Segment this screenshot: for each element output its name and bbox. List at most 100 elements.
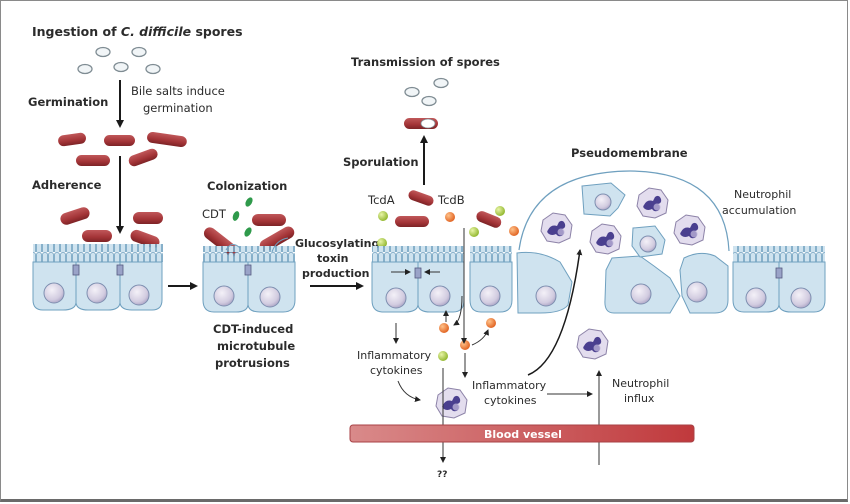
bacterium [252, 214, 286, 226]
epithelium-healthy [32, 244, 163, 311]
tcdb-toxin [509, 226, 519, 236]
microvilli [733, 246, 825, 262]
nucleus [128, 284, 150, 306]
neutrophil [435, 387, 468, 419]
tcda-toxin [377, 238, 387, 248]
spore [95, 46, 111, 58]
bacterium [104, 135, 135, 146]
vegetative-bacteria [58, 131, 187, 167]
nucleus [429, 285, 451, 307]
cdt-toxin [245, 197, 253, 207]
transmission-label: Transmission of spores [351, 55, 500, 69]
inflam-left-line2: cytokines [370, 364, 423, 377]
cdt-toxin [232, 211, 240, 221]
adhering-bacteria [60, 207, 163, 249]
neutrophil [540, 212, 573, 244]
glucosylating-label-line3: production [302, 267, 370, 280]
epithelium-right [732, 246, 826, 313]
cdt-label: CDT [202, 207, 227, 221]
pseudomembrane-label: Pseudomembrane [571, 146, 688, 160]
colonization-label: Colonization [207, 179, 287, 193]
inflam-mid-line2: cytokines [484, 394, 537, 407]
tcdb-toxin [486, 318, 496, 328]
sporulation-label: Sporulation [343, 155, 419, 169]
nucleus [594, 193, 612, 211]
nucleus [790, 287, 812, 309]
nucleus [86, 282, 108, 304]
tcda-toxin [469, 227, 479, 237]
toxin-branch-arrow [453, 295, 463, 326]
neutrophil [576, 328, 609, 360]
unknown-label: ?? [437, 470, 447, 480]
bacterium [408, 190, 434, 206]
tcdb-label: TcdB [437, 193, 465, 207]
tight-junction [116, 264, 124, 276]
spore [131, 46, 147, 58]
nucleus [385, 287, 407, 309]
tight-junction [414, 267, 422, 279]
spore [433, 77, 449, 89]
germination-label: Germination [28, 95, 108, 109]
tcda-toxin [495, 206, 505, 216]
neutrophil-recruitment-arrow [527, 249, 583, 376]
glucosylating-label-line1: Glucosylating [295, 237, 379, 250]
tcda-toxin [438, 351, 448, 361]
microvilli [33, 244, 163, 262]
inflam-mid-line1: Inflammatory [472, 379, 547, 392]
neutrophil-influx-line1: Neutrophil [612, 377, 669, 390]
bacterium [133, 212, 163, 224]
transmitted-spores [404, 77, 449, 107]
bacterium [259, 226, 295, 252]
cdt-induced-label-line3: protrusions [215, 356, 290, 370]
epithelium-toxin-affected [371, 246, 513, 313]
tight-junction [775, 267, 783, 279]
cdt-induced-label-line1: CDT-induced [213, 322, 293, 336]
neutrophil [589, 223, 622, 255]
toxin-uptake-arrow-2 [471, 329, 489, 346]
spore [145, 63, 161, 75]
microvilli [470, 246, 512, 262]
blood-vessel-bar [349, 424, 695, 443]
bacterium [128, 148, 158, 167]
neutrophil-accum-line1: Neutrophil [734, 188, 791, 201]
cdt-induced-label-line2: microtubule [217, 339, 295, 353]
spore [404, 86, 420, 98]
nucleus [630, 283, 652, 305]
tcdb-toxin [460, 340, 470, 350]
neutrophil [636, 187, 669, 219]
nucleus [213, 285, 235, 307]
detached-cell [516, 251, 573, 314]
microtubule-protrusion [271, 237, 289, 253]
bile-salts-label-line2: germination [143, 101, 213, 115]
tcdb-toxin [445, 212, 455, 222]
spore [421, 95, 437, 107]
cytokine-to-neutrophil-arrow [397, 380, 421, 403]
microtubule-protrusion [225, 244, 241, 251]
damaged-epithelium [516, 182, 729, 314]
glucosylating-label-line2: toxin [317, 252, 349, 265]
microvilli [372, 246, 464, 262]
bacterium [130, 229, 160, 249]
blood-vessel-label: Blood vessel [484, 428, 562, 441]
detached-cell [679, 252, 729, 314]
spore [77, 63, 93, 75]
nucleus [686, 281, 708, 303]
spore [113, 61, 129, 73]
nucleus [639, 235, 657, 253]
pseudomembrane-dome [518, 170, 730, 252]
tight-junction [72, 264, 80, 276]
bacterium [395, 216, 429, 227]
sporulating-bacterium [404, 118, 438, 129]
bacterium [147, 131, 187, 148]
bacterium [60, 207, 90, 225]
blood-vessel: Blood vessel [349, 424, 695, 443]
bacterium [58, 132, 86, 147]
nucleus [745, 287, 767, 309]
microvilli [203, 246, 295, 262]
tcdb-toxin [439, 323, 449, 333]
bacterium [76, 155, 110, 166]
tight-junction [244, 264, 252, 276]
bacterium [82, 230, 112, 242]
nucleus [259, 286, 281, 308]
